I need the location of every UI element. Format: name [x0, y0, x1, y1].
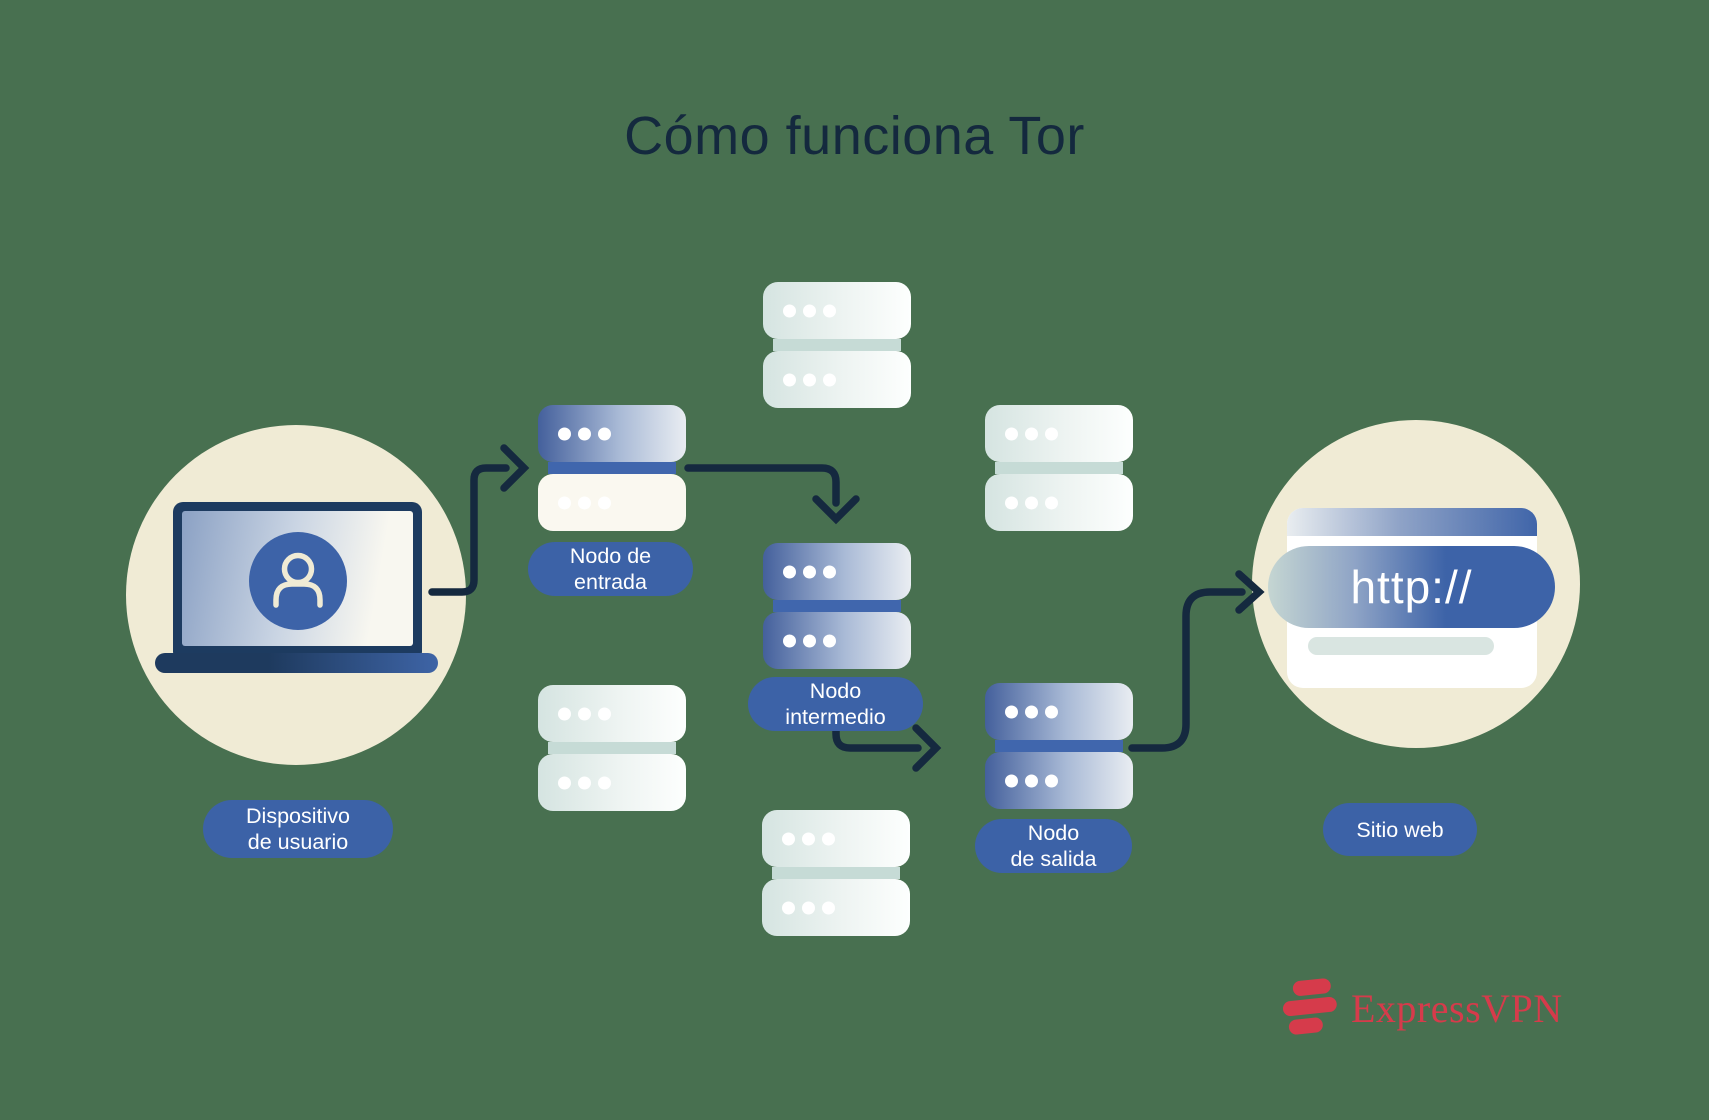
user-icon	[272, 552, 323, 608]
server-unit	[538, 474, 686, 531]
exit-node-label: Nodo de salida	[975, 819, 1132, 873]
middle-label-line1: Nodo	[809, 679, 862, 703]
relay-server-icon-faded	[538, 685, 686, 811]
server-band	[773, 600, 901, 612]
browser-content-line	[1308, 637, 1494, 655]
arrow-middle-to-exit	[832, 722, 922, 752]
laptop-base	[155, 653, 438, 673]
entry-label-line2: entrada	[574, 570, 647, 594]
exit-label-line1: Nodo	[1027, 821, 1080, 845]
server-dots-icon	[782, 901, 835, 914]
arrow-device-to-entry	[428, 464, 510, 596]
middle-node-server-icon	[763, 543, 911, 669]
server-unit	[985, 474, 1133, 531]
relay-server-icon-faded	[762, 810, 910, 936]
entry-label-line1: Nodo de	[569, 544, 652, 568]
arrowhead-exit-icon	[912, 724, 942, 772]
server-unit	[985, 405, 1133, 462]
server-unit	[985, 683, 1133, 740]
device-label-line2: de usuario	[247, 830, 349, 854]
server-dots-icon	[1005, 427, 1058, 440]
server-band	[995, 462, 1123, 474]
entry-node-server-icon	[538, 405, 686, 531]
entry-node-label: Nodo de entrada	[528, 542, 693, 596]
server-unit	[985, 752, 1133, 809]
arrowhead-website-icon	[1235, 570, 1265, 614]
server-unit	[538, 685, 686, 742]
server-unit	[538, 754, 686, 811]
relay-server-icon-faded	[985, 405, 1133, 531]
arrowhead-middle-icon	[812, 495, 860, 525]
server-unit	[763, 612, 911, 669]
server-band	[772, 867, 900, 879]
exit-node-server-icon	[985, 683, 1133, 809]
middle-node-label: Nodo intermedio	[748, 677, 923, 731]
server-band	[548, 742, 676, 754]
server-unit	[762, 810, 910, 867]
arrowhead-entry-icon	[500, 444, 530, 492]
device-label-line1: Dispositivo	[246, 804, 350, 828]
server-unit	[763, 543, 911, 600]
exit-label-line2: de salida	[1010, 847, 1097, 871]
server-dots-icon	[558, 707, 611, 720]
server-dots-icon	[1005, 774, 1058, 787]
server-dots-icon	[783, 304, 836, 317]
address-bar: http://	[1268, 546, 1555, 628]
arrow-entry-to-middle	[684, 464, 840, 507]
server-dots-icon	[558, 776, 611, 789]
website-label: Sitio web	[1323, 803, 1477, 856]
server-dots-icon	[558, 496, 611, 509]
expressvpn-mark-icon	[1283, 978, 1337, 1035]
user-avatar	[248, 531, 347, 630]
server-dots-icon	[558, 427, 611, 440]
device-label: Dispositivo de usuario	[203, 800, 393, 858]
server-band	[995, 740, 1123, 752]
server-unit	[538, 405, 686, 462]
server-dots-icon	[1005, 496, 1058, 509]
middle-label-line2: intermedio	[785, 705, 886, 729]
website-label-text: Sitio web	[1356, 817, 1444, 842]
arrow-exit-to-website	[1128, 588, 1246, 752]
brand-wordmark: ExpressVPN	[1351, 985, 1563, 1031]
browser-topbar	[1287, 508, 1537, 536]
laptop-screen	[173, 502, 422, 655]
server-dots-icon	[783, 634, 836, 647]
brand-logo: ExpressVPN	[1283, 978, 1563, 1038]
laptop-display	[182, 511, 413, 646]
page-title: Cómo funciona Tor	[624, 106, 1085, 166]
relay-server-icon-faded	[763, 282, 911, 408]
server-band	[548, 462, 676, 474]
server-dots-icon	[783, 565, 836, 578]
server-dots-icon	[782, 832, 835, 845]
url-text: http://	[1350, 561, 1473, 613]
server-band	[773, 339, 901, 351]
server-unit	[763, 351, 911, 408]
server-unit	[762, 879, 910, 936]
server-dots-icon	[783, 373, 836, 386]
server-dots-icon	[1005, 705, 1058, 718]
server-unit	[763, 282, 911, 339]
